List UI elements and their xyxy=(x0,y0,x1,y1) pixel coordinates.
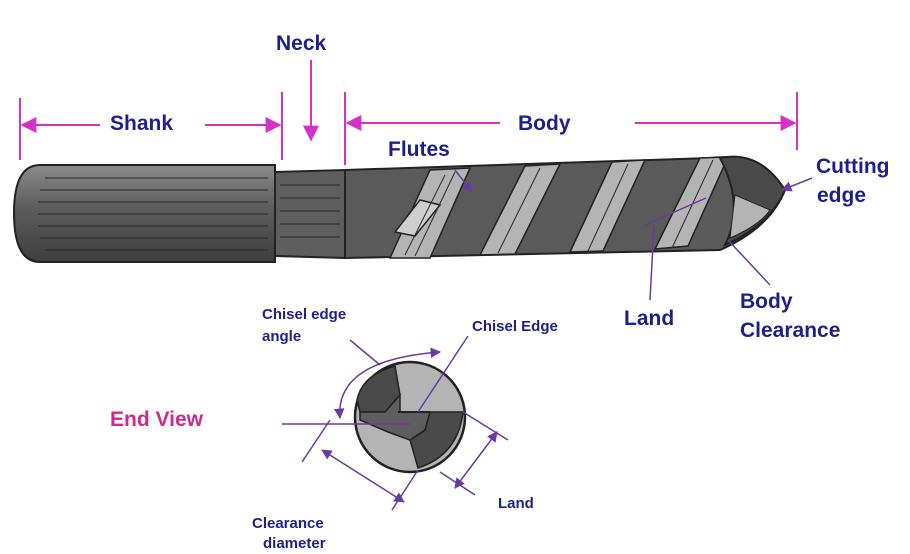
cutting-edge-label-line1: Cutting xyxy=(816,155,889,179)
end-view xyxy=(355,362,465,472)
body-clearance-label-line2: Clearance xyxy=(740,319,840,343)
chisel-edge-angle-label-line2: angle xyxy=(262,328,301,345)
drill-side-view xyxy=(14,157,785,262)
land-ext-top xyxy=(463,412,508,440)
end-land-label: Land xyxy=(498,495,534,512)
body-clearance-label-line1: Body xyxy=(740,290,793,314)
chisel-angle-leader xyxy=(350,340,380,365)
flutes-label: Flutes xyxy=(388,138,450,162)
clearance-diameter-label-line2: diameter xyxy=(263,535,326,552)
clearance-ext-left xyxy=(302,420,330,462)
shank-label: Shank xyxy=(110,112,173,136)
drill-neck xyxy=(275,170,345,258)
cutting-edge-label-line2: edge xyxy=(817,184,866,208)
body-clearance-leader xyxy=(728,240,770,285)
neck-label: Neck xyxy=(276,32,326,56)
clearance-diameter-label-line1: Clearance xyxy=(252,515,324,532)
body-label: Body xyxy=(518,112,571,136)
land-dim xyxy=(455,432,497,488)
cutting-edge-leader xyxy=(782,178,812,190)
chisel-edge-label: Chisel Edge xyxy=(472,318,558,335)
land-label: Land xyxy=(624,307,674,331)
chisel-edge-angle-label-line1: Chisel edge xyxy=(262,306,346,323)
end-view-label: End View xyxy=(110,408,203,432)
clearance-ext-right xyxy=(392,470,418,510)
